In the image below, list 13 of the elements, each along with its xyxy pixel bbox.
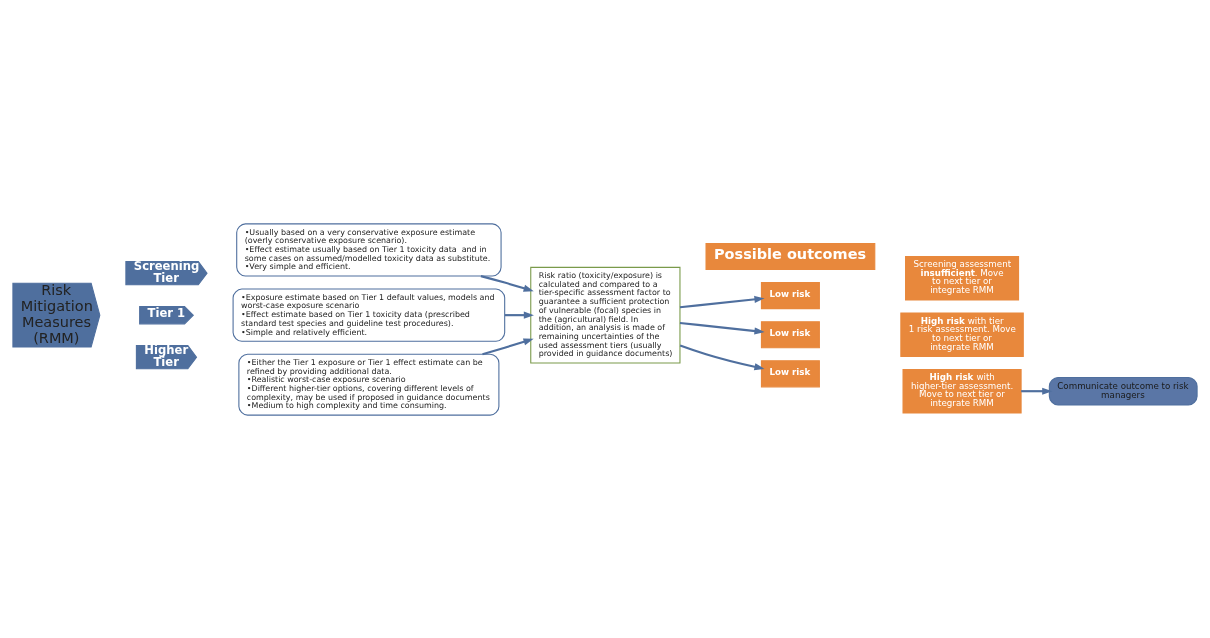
- node-box: Screening assessment insufficient. Move to next tier or integrate RMM: [905, 255, 1020, 300]
- node-box: High risk with tier 1 risk assessment. Move to next tier or integrate RMM: [900, 311, 1024, 357]
- node-box: Communicate outcome to risk managers: [1048, 376, 1198, 405]
- node-box: Possible outcomes: [705, 242, 876, 270]
- arrow: [679, 295, 765, 308]
- arrow: [679, 343, 765, 370]
- node-box: Low risk: [760, 320, 820, 348]
- node-box: High risk with higher-tier assessment. Move to next tier or integrate RMM: [902, 368, 1022, 413]
- node-box: Low risk: [760, 281, 820, 309]
- arrow: [1021, 387, 1053, 395]
- arrow: [504, 311, 534, 319]
- arrow: [679, 321, 765, 334]
- node-box: Low risk: [760, 359, 820, 387]
